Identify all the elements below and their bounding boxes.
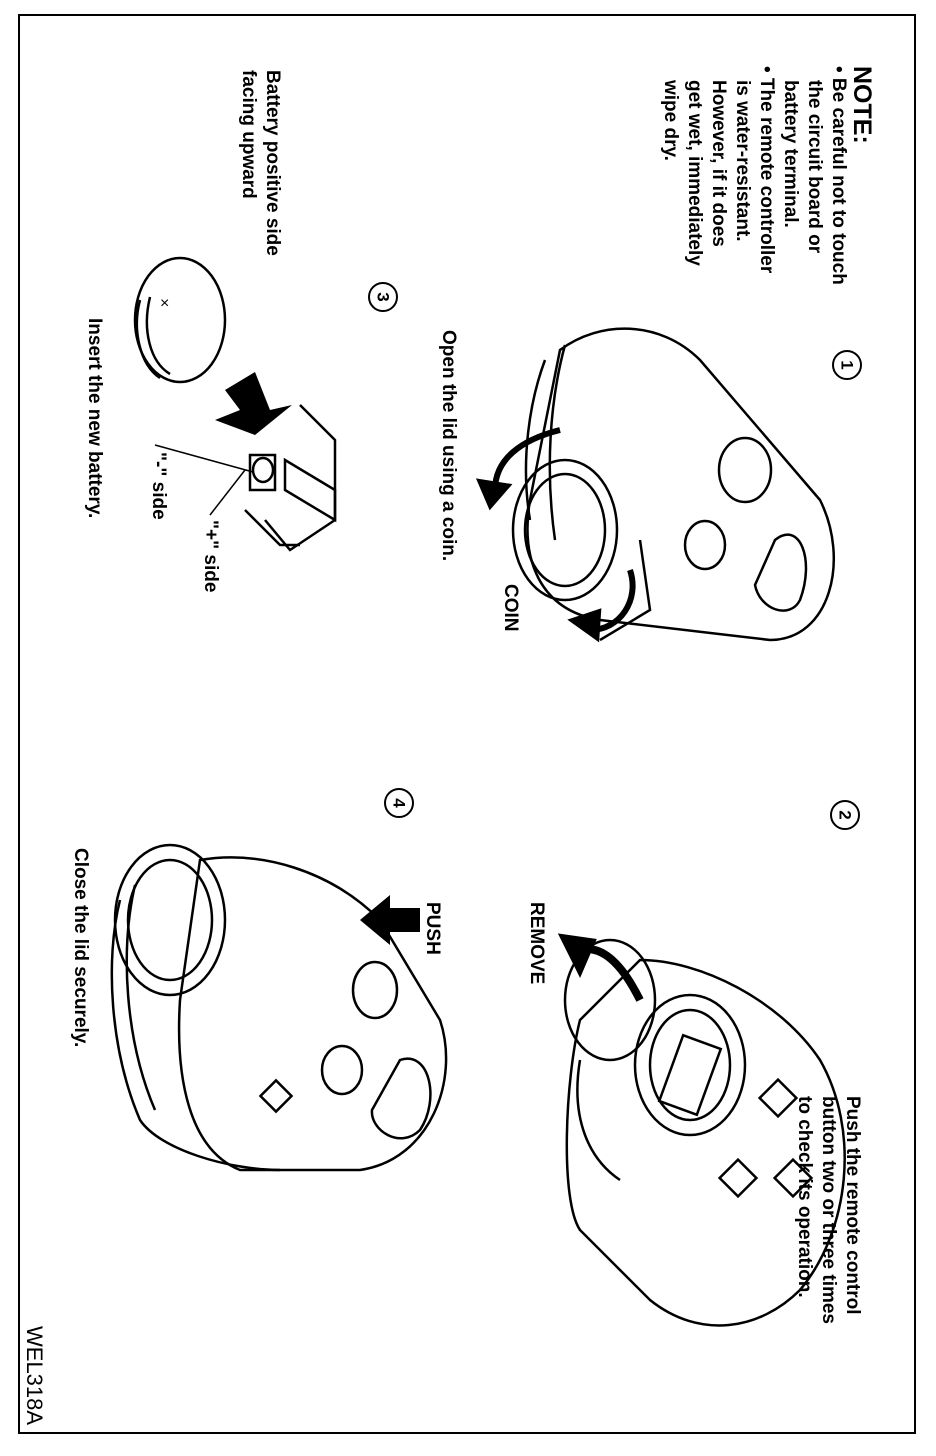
step-4-number: 4 — [384, 788, 414, 818]
note-item-2-line-4: get wet, immediately — [684, 80, 705, 266]
battery-insert-illustration: × — [133, 256, 337, 552]
step-1-number: 1 — [832, 350, 862, 380]
step-4-push-label: PUSH — [422, 902, 443, 955]
step-2-number: 2 — [830, 800, 860, 830]
note-item-2-line-2: is water-resistant. — [732, 80, 753, 242]
note-item-2-line-1: • The remote controller — [756, 66, 777, 274]
note-block: NOTE: • Be careful not to touch the circ… — [658, 66, 876, 285]
step-2-caption: Push the remote control button two or th… — [794, 1096, 863, 1324]
note-item-1-line-2: the circuit board or — [804, 80, 825, 254]
step-2-remove-label: REMOVE — [526, 902, 547, 985]
step-1-caption: Open the lid using a coin. — [438, 330, 459, 562]
note-title: NOTE: — [848, 66, 876, 144]
figure-code: WEL318A — [22, 1326, 47, 1426]
remote-close-lid-illustration — [110, 843, 448, 1172]
step-3-positive-side-callout: Battery positive side facing upward — [238, 70, 283, 256]
step-1-coin-label: COIN — [500, 584, 521, 632]
remote-remove-lid-illustration — [563, 938, 846, 1327]
figure-frame — [18, 14, 916, 1434]
note-item-1-line-1: • Be careful not to touch — [828, 66, 849, 285]
note-item-2-line-3: However, if it does — [708, 80, 729, 247]
step-3-plus-side-label: "+" side — [200, 520, 221, 593]
note-item-2-line-5: wipe dry. — [660, 80, 681, 161]
step-3-number: 3 — [368, 282, 398, 312]
step-3-caption: Insert the new battery. — [84, 318, 105, 519]
step-4-caption: Close the lid securely. — [70, 848, 91, 1048]
remote-open-lid-illustration — [511, 327, 835, 642]
note-item-1-line-3: battery terminal. — [780, 80, 801, 228]
step-3-minus-side-label: "-" side — [148, 452, 169, 520]
svg-text:×: × — [160, 295, 169, 312]
